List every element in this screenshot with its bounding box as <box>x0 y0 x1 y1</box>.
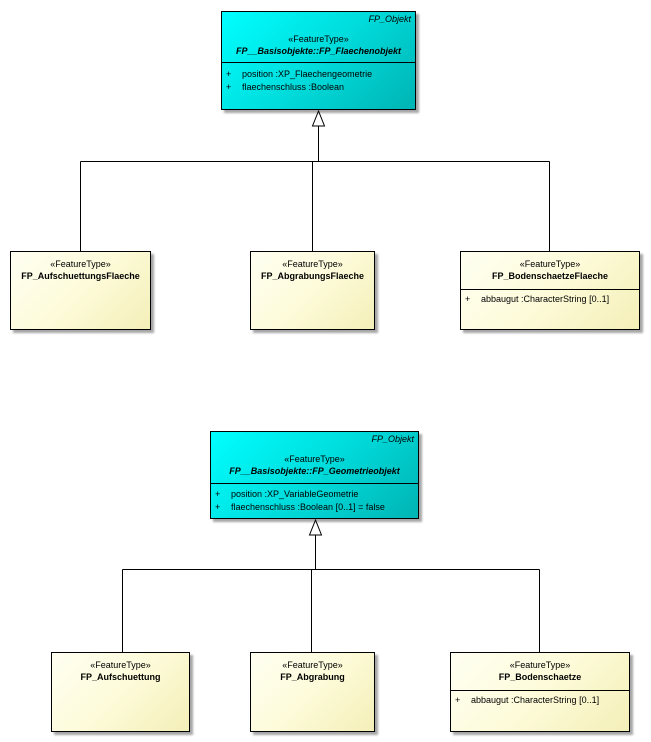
package-label: FP_Objekt <box>371 434 414 444</box>
stereotype-label: «FeatureType» <box>288 34 349 44</box>
class-name: FP__Basisobjekte::FP_Flaechenobjekt <box>235 46 402 56</box>
stereotype-label: «FeatureType» <box>509 660 571 670</box>
class-name: FP_AbgrabungsFlaeche <box>260 271 365 281</box>
class-name: FP_AufschuettungsFlaeche <box>21 271 140 281</box>
inheritance-arrow-1 <box>311 109 326 127</box>
generalization-tree-1 <box>80 109 550 251</box>
stereotype-label: «FeatureType» <box>282 660 343 670</box>
inheritance-arrow-2 <box>308 518 323 536</box>
class-fp-aufschuettungsflaeche[interactable]: «FeatureType» FP_AufschuettungsFlaeche <box>10 251 151 330</box>
compartment-divider <box>461 289 639 290</box>
class-name: FP_Aufschuettung <box>80 672 161 682</box>
compartment-divider <box>451 690 629 691</box>
class-fp-bodenschaetzeflaeche[interactable]: «FeatureType» FP_BodenschaetzeFlaeche + … <box>460 251 640 330</box>
stereotype-label: «FeatureType» <box>284 454 345 464</box>
class-fp-abgrabung[interactable]: «FeatureType» FP_Abgrabung <box>250 652 375 732</box>
stereotype-label: «FeatureType» <box>90 660 151 670</box>
class-name: FP_Abgrabung <box>280 672 345 682</box>
stereotype-label: «FeatureType» <box>50 259 111 269</box>
package-label: FP_Objekt <box>368 14 411 24</box>
class-name: FP_BodenschaetzeFlaeche <box>491 271 609 281</box>
class-fp-abgrabungsflaeche[interactable]: «FeatureType» FP_AbgrabungsFlaeche <box>250 251 375 330</box>
class-fp-geometrieobjekt[interactable]: FP_Objekt «FeatureType» FP__Basisobjekte… <box>210 431 419 519</box>
compartment-divider <box>222 62 415 63</box>
class-name: FP__Basisobjekte::FP_Geometrieobjekt <box>229 466 400 476</box>
class-fp-bodenschaetze[interactable]: «FeatureType» FP_Bodenschaetze + abbaugu… <box>450 652 630 732</box>
class-name: FP_Bodenschaetze <box>498 672 582 682</box>
class-fp-aufschuettung[interactable]: «FeatureType» FP_Aufschuettung <box>51 652 190 732</box>
stereotype-label: «FeatureType» <box>519 259 581 269</box>
generalization-tree-2 <box>122 518 540 652</box>
class-fp-flaechenobjekt[interactable]: FP_Objekt «FeatureType» FP__Basisobjekte… <box>221 11 416 110</box>
stereotype-label: «FeatureType» <box>282 259 343 269</box>
compartment-divider <box>211 483 418 484</box>
